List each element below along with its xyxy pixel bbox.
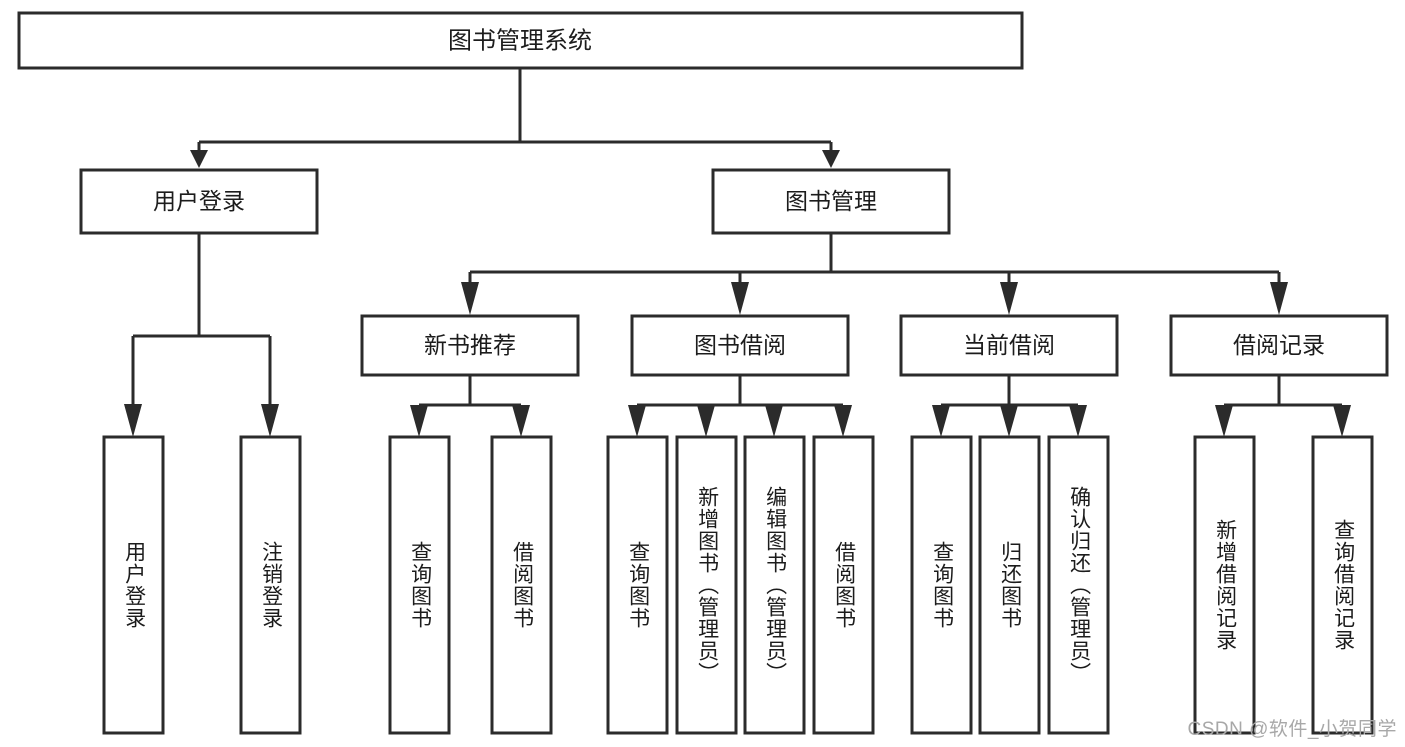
leaf-borrow-book-2-box[interactable] <box>812 435 875 735</box>
node-current-borrow-label: 当前借阅 <box>963 332 1055 358</box>
node-book-management-label: 图书管理 <box>785 188 877 214</box>
arrowhead-leaf-add-record <box>1215 405 1233 437</box>
arrowhead-book-management <box>822 150 840 168</box>
leaf-add-record-box[interactable] <box>1193 435 1256 735</box>
arrowhead-new-book-recommend <box>461 282 479 315</box>
arrowhead-book-borrow <box>731 282 749 315</box>
arrowhead-leaf-user-login <box>124 404 142 437</box>
node-borrow-record[interactable]: 借阅记录 <box>1169 314 1389 377</box>
node-borrow-record-box[interactable] <box>1169 314 1389 377</box>
node-new-book-recommend[interactable]: 新书推荐 <box>360 314 580 377</box>
arrowhead-leaf-add-book <box>697 405 715 437</box>
node-book-management-box[interactable] <box>711 168 951 235</box>
leaf-query-record-box[interactable] <box>1311 435 1374 735</box>
leaf-edit-book-box[interactable] <box>743 435 806 735</box>
watermark-text: CSDN @软件_小贺同学 <box>1187 719 1397 740</box>
connector-group-user-login-to-leaves <box>124 233 279 437</box>
node-user-login-box[interactable] <box>79 168 319 235</box>
node-root-label: 图书管理系统 <box>448 27 592 54</box>
arrowhead-current-borrow <box>1000 282 1018 315</box>
arrowhead-leaf-query-record <box>1333 405 1351 437</box>
arrowhead-borrow-record <box>1270 282 1288 315</box>
connector-group-book-borrow-to-leaves <box>628 375 852 437</box>
arrowhead-leaf-query-book-3 <box>932 405 950 437</box>
node-user-login-label: 用户登录 <box>153 188 245 214</box>
leaf-query-book-3-box[interactable] <box>910 435 973 735</box>
arrowhead-leaf-edit-book <box>765 405 783 437</box>
arrowhead-leaf-confirm-return <box>1069 405 1087 437</box>
connector-group-root-to-level2 <box>190 68 840 168</box>
arrowhead-leaf-query-book-1 <box>410 405 428 437</box>
connector-group-current-borrow-to-leaves <box>932 375 1087 437</box>
node-book-borrow-box[interactable] <box>630 314 850 377</box>
leaf-confirm-return-box[interactable] <box>1047 435 1110 735</box>
connector-group-new-book-recommend-to-leaves <box>410 375 530 437</box>
node-new-book-recommend-label: 新书推荐 <box>424 332 516 358</box>
arrowhead-leaf-return-book <box>1000 405 1018 437</box>
arrowhead-user-login <box>190 150 208 168</box>
leaf-borrow-book-1-box[interactable] <box>490 435 553 735</box>
arrowhead-leaf-borrow-book-1 <box>512 405 530 437</box>
node-root-box[interactable] <box>17 11 1024 70</box>
leaf-query-book-2-box[interactable] <box>606 435 669 735</box>
node-current-borrow-box[interactable] <box>899 314 1119 377</box>
node-book-borrow-label: 图书借阅 <box>694 332 786 358</box>
connector-group-borrow-record-to-leaves <box>1215 375 1351 437</box>
node-user-login[interactable]: 用户登录 <box>79 168 319 235</box>
node-current-borrow[interactable]: 当前借阅 <box>899 314 1119 377</box>
node-new-book-recommend-box[interactable] <box>360 314 580 377</box>
node-book-borrow[interactable]: 图书借阅 <box>630 314 850 377</box>
leaf-logout-box[interactable] <box>239 435 302 735</box>
node-borrow-record-label: 借阅记录 <box>1233 332 1325 358</box>
arrowhead-leaf-logout <box>261 404 279 437</box>
arrowhead-leaf-query-book-2 <box>628 405 646 437</box>
connector-group-book-management-to-level3 <box>461 233 1288 315</box>
node-book-management[interactable]: 图书管理 <box>711 168 951 235</box>
arrowhead-leaf-borrow-book-2 <box>834 405 852 437</box>
leaf-return-book-box[interactable] <box>978 435 1041 735</box>
leaf-add-book-box[interactable] <box>675 435 738 735</box>
leaf-user-login-box[interactable] <box>102 435 165 735</box>
node-root[interactable]: 图书管理系统 <box>17 11 1024 70</box>
leaf-box-group <box>102 435 1374 735</box>
leaf-query-book-1-box[interactable] <box>388 435 451 735</box>
